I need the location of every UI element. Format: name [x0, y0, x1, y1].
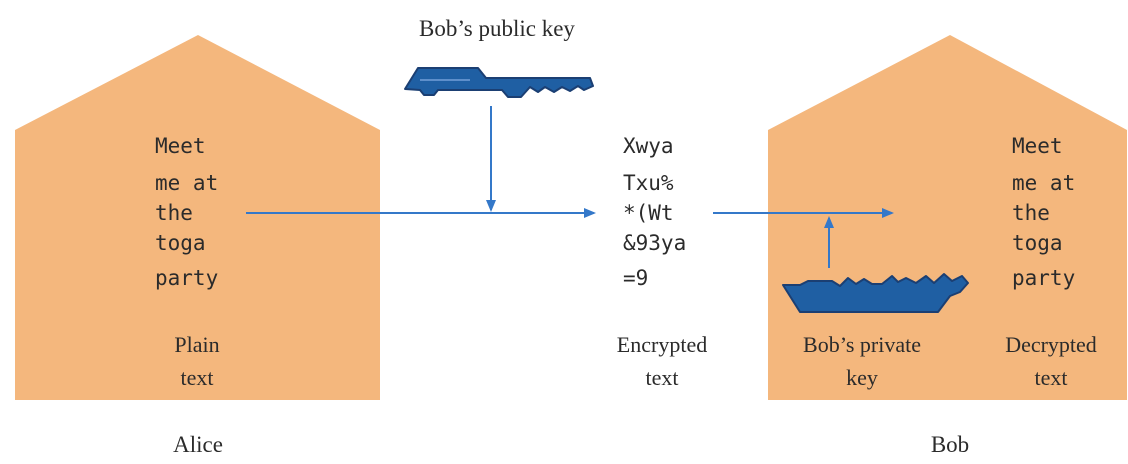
bob-decrypted-line: Meet — [1012, 134, 1063, 158]
decrypted-text-label: Decrypted — [1005, 332, 1097, 357]
private-key-label: Bob’s private — [803, 332, 921, 357]
cipher-line: Xwya — [623, 134, 674, 158]
bob-decrypted-line: the — [1012, 201, 1050, 225]
bob-name: Bob — [931, 432, 969, 457]
alice-plain-line: toga — [155, 231, 206, 255]
cipher-text: Xwya Txu% *(Wt &93ya =9 — [623, 134, 686, 290]
plain-text-label: Plain — [174, 332, 219, 357]
encrypted-text-label: Encrypted — [617, 332, 707, 357]
private-key-label: key — [846, 365, 878, 390]
alice-house — [15, 35, 380, 400]
cipher-line: *(Wt — [623, 201, 674, 225]
alice-plaintext: Meet me at the toga party — [155, 134, 218, 290]
alice-plain-line: party — [155, 266, 218, 290]
alice-plain-line: Meet — [155, 134, 206, 158]
alice-name: Alice — [173, 432, 223, 457]
alice-plain-line: the — [155, 201, 193, 225]
bob-decrypted-line: me at — [1012, 171, 1075, 195]
bob-decrypted-line: party — [1012, 266, 1075, 290]
private-key-icon — [782, 273, 969, 313]
alice-plain-line: me at — [155, 171, 218, 195]
public-key-label: Bob’s public key — [419, 16, 575, 41]
cipher-line: =9 — [623, 266, 648, 290]
public-key-icon — [404, 67, 594, 98]
bob-decrypted: Meet me at the toga party — [1012, 134, 1075, 290]
bob-decrypted-line: toga — [1012, 231, 1063, 255]
decrypted-text-label: text — [1035, 365, 1068, 390]
plain-text-label: text — [181, 365, 214, 390]
cipher-line: Txu% — [623, 171, 674, 195]
encrypted-text-label: text — [646, 365, 679, 390]
cipher-line: &93ya — [623, 231, 686, 255]
